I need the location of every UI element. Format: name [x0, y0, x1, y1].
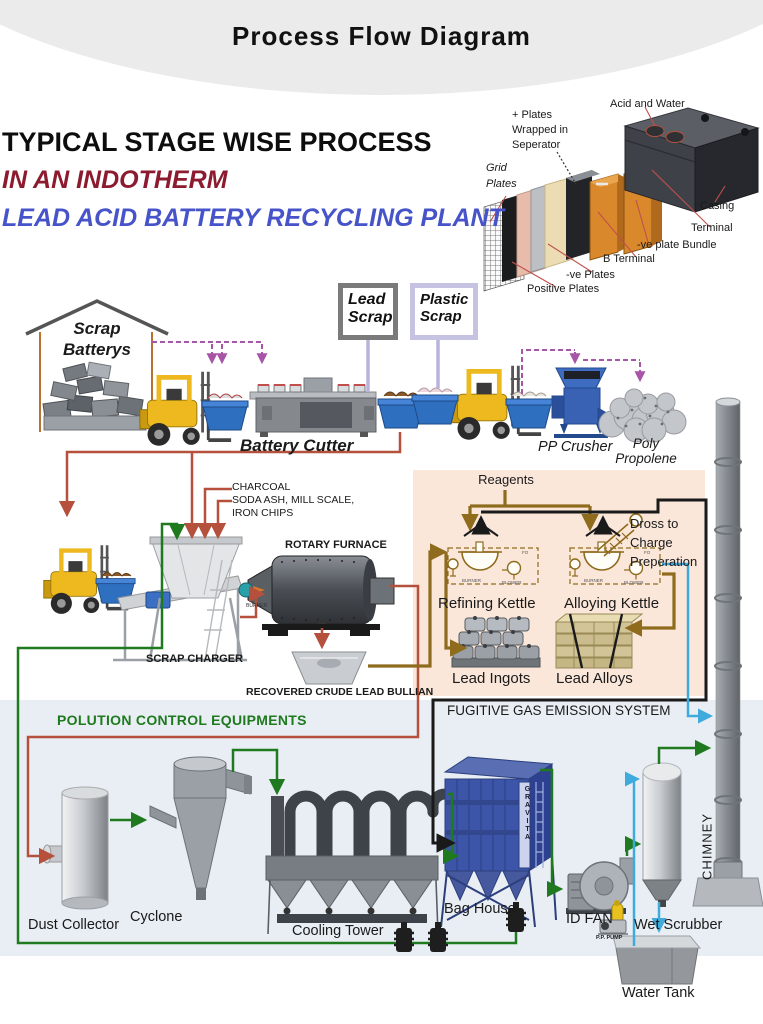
label-line: Plastic: [420, 291, 469, 308]
battery-label-casing: Casing: [700, 200, 735, 212]
label-line: Preperation: [630, 554, 698, 569]
kettle-fo-label: FO: [644, 550, 651, 555]
lead-bullion-mold: [291, 651, 367, 685]
kettle-fo-label: FO: [522, 550, 529, 555]
scrap-shed: [25, 299, 169, 432]
plastic-scrap-box: Plastic Scrap: [410, 283, 478, 340]
furnace-burner-label: BURNER: [246, 603, 268, 609]
scrap-bins: [95, 387, 553, 604]
wet-scrubber-label: Wet Scrubber: [634, 917, 723, 933]
label-line: + Plates: [512, 109, 553, 121]
title-line-1: TYPICAL STAGE WISE PROCESS: [2, 127, 432, 157]
label-line: Plates: [486, 178, 517, 190]
alloying-kettle-label: Alloying Kettle: [564, 595, 660, 612]
fugitive-gas-duct: [431, 498, 708, 853]
lead-ingots-label: Lead Ingots: [452, 670, 531, 687]
cyclone-separator: [149, 756, 252, 900]
kettle-blower-label: BLOWER: [624, 580, 644, 585]
scrap-charger-label: SCRAP CHARGER: [146, 653, 243, 665]
additives-label: CHARCOAL SODA ASH, MILL SCALE, IRON CHIP…: [232, 481, 354, 520]
kettle-burner-label: BURNER: [462, 578, 482, 583]
battery-cutter-label: Battery Cutter: [240, 436, 354, 455]
label-line: Batterys: [62, 340, 132, 359]
flow-lines-olive: [368, 490, 676, 668]
battery-label-b-terminal: B Terminal: [603, 253, 655, 265]
pp-crusher-machine: [551, 367, 613, 438]
lead-ingots-stack: [451, 616, 541, 668]
flow-lines-purple-dashed: [152, 341, 646, 394]
battery-label-grid-plates: Grid Plates: [486, 160, 517, 192]
header-dome: [0, 0, 763, 95]
dross-label: Dross to Charge Preperation: [630, 514, 697, 571]
page-title: Process Flow Diagram: [232, 21, 531, 51]
poly-propolene-label-1: Poly: [632, 436, 660, 451]
lead-alloys-stack: [554, 613, 644, 669]
kettle-blower-label: BLOWER: [502, 580, 522, 585]
rotary-furnace-label: ROTARY FURNACE: [285, 539, 387, 551]
water-tank-vessel: [612, 935, 702, 985]
battery-label-ve-plates: -ve Plates: [566, 269, 615, 281]
cooling-tower-unit: [265, 788, 454, 935]
battery-pile: [42, 361, 147, 431]
cyclone-label: Cyclone: [130, 909, 183, 925]
chimney-stack: [692, 397, 763, 907]
pollution-section-bg: [0, 700, 763, 956]
battery-label-ve-bundle: -ve plate Bundle: [637, 239, 717, 251]
recovered-bullion-label: RECOVERED CRUDE LEAD BULLIAN: [246, 686, 434, 698]
kettle-burner-label: BURNER: [584, 578, 604, 583]
label-line: Seperator: [512, 139, 561, 151]
label-line: Wrapped in: [512, 124, 569, 136]
flow-lines-red: [26, 432, 420, 865]
scrap-charger-machine: [113, 536, 247, 662]
lead-scrap-box: Lead Scrap: [338, 283, 398, 340]
reagents-label: Reagents: [478, 472, 534, 487]
battery-label-positive-plates: Positive Plates: [527, 283, 600, 295]
label-line: Grid: [486, 162, 507, 174]
title-line-2: IN AN INDOTHERM: [2, 166, 228, 194]
chimney-label: CHIMNEY: [699, 813, 715, 880]
bag-house-brand-label: GRAVITA: [524, 786, 531, 842]
water-tank-label: Water Tank: [622, 985, 695, 1001]
pp-pump-unit: [598, 900, 628, 935]
battery-label-plus-plates: + Plates Wrapped in Seperator: [512, 108, 568, 153]
label-line: CHARCOAL: [232, 481, 291, 493]
poly-propylene-pile: [598, 388, 687, 443]
wet-scrubber-vessel: [642, 762, 682, 907]
battery-exploded-view: [483, 106, 760, 292]
battery-cutter-machine: [249, 377, 377, 437]
label-line: Scrap: [348, 309, 393, 326]
label-line: Dross to: [630, 516, 679, 531]
fugitive-gas-label: FUGITIVE GAS EMISSION SYSTEM: [447, 703, 671, 718]
id-fan-unit: [566, 857, 635, 914]
flow-lines-blue: [625, 562, 713, 946]
refining-kettle-label: Refining Kettle: [438, 595, 536, 612]
poly-propolene-label-2: Propolene: [615, 451, 677, 466]
alloying-ladder: [597, 513, 643, 557]
rotary-furnace-machine: [238, 555, 395, 636]
battery-label-terminal: Terminal: [691, 222, 733, 234]
pollution-section-title: POLUTION CONTROL EQUIPMENTS: [57, 712, 307, 728]
bag-house-label: Bag House: [444, 901, 516, 917]
id-fan-label: ID FAN: [566, 911, 613, 927]
label-line: Scrap: [73, 319, 121, 338]
scrap-box-connectors: [366, 340, 440, 392]
dust-collector-label: Dust Collector: [28, 917, 120, 933]
scrap-batterys-label: Scrap Batterys: [40, 318, 154, 360]
label-line: Lead: [348, 291, 386, 308]
label-line: Scrap: [420, 308, 462, 325]
pp-crusher-label: PP Crusher: [538, 439, 613, 455]
label-line: SODA ASH, MILL SCALE,: [232, 494, 355, 506]
pp-pump-label: P.P. PUMP: [596, 935, 623, 941]
cooling-tower-label: Cooling Tower: [292, 923, 384, 939]
title-line-3: LEAD ACID BATTERY RECYCLING PLANT: [2, 204, 504, 232]
label-line: IRON CHIPS: [232, 507, 294, 519]
label-line: Charge: [630, 535, 673, 550]
battery-label-acid-water: Acid and Water: [610, 98, 685, 110]
lead-alloys-label: Lead Alloys: [556, 670, 633, 687]
